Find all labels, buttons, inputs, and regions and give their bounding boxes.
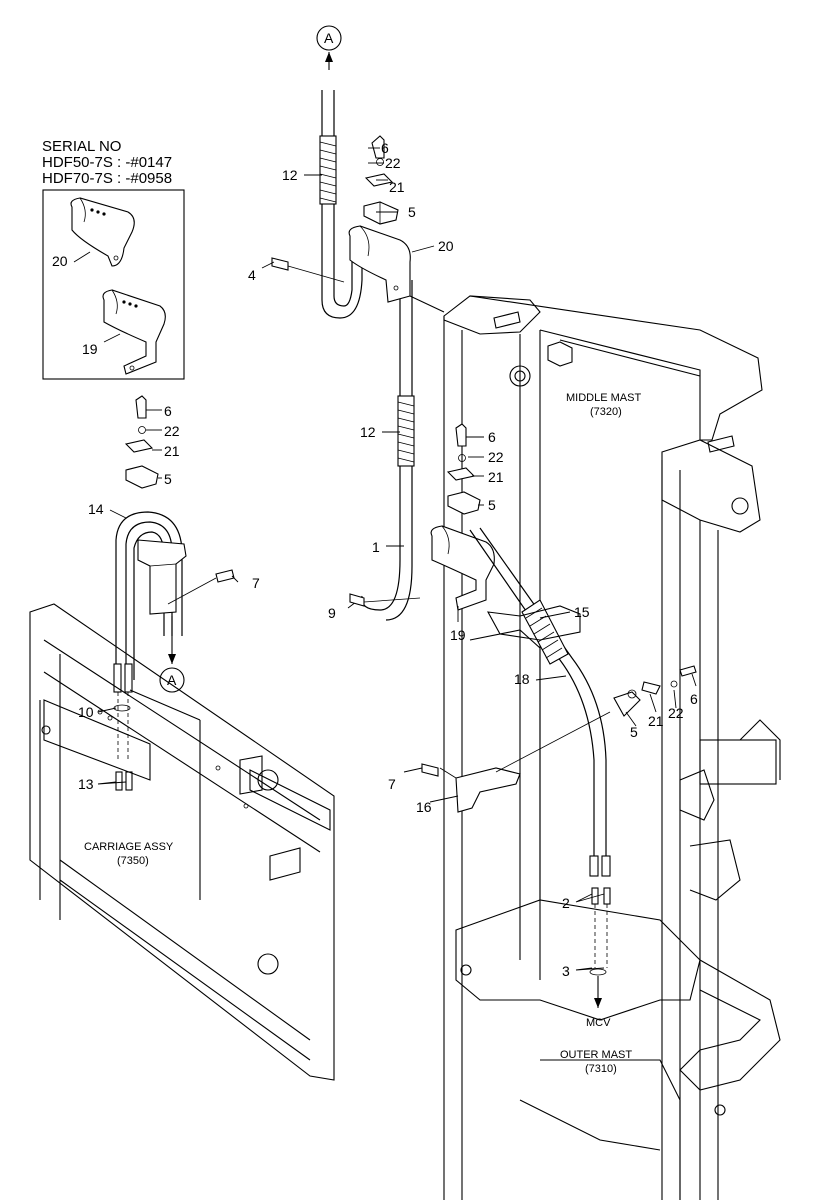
part-label-21a: 21 — [389, 179, 405, 195]
carriage-hose-assembly: A CARRIAGE ASSY (7350) — [29, 395, 335, 1081]
part-label-22d: 22 — [164, 423, 180, 439]
part-label-22a: 22 — [385, 155, 401, 171]
carriage-number: (7350) — [117, 855, 149, 867]
leader-lines-left — [97, 409, 239, 785]
part-label-16: 16 — [416, 799, 432, 815]
inset-frame — [42, 189, 185, 380]
part-label-21b: 21 — [488, 469, 504, 485]
part-label-5c: 5 — [630, 724, 638, 740]
leader-lines-middle — [403, 436, 697, 971]
part-label-1: 1 — [372, 539, 380, 555]
part-label-21d: 21 — [164, 443, 180, 459]
part-label-7a: 7 — [388, 776, 396, 792]
middle-mast-label: MIDDLE MAST — [566, 392, 641, 404]
inset-label-20: 20 — [52, 253, 68, 269]
part-label-6c: 6 — [690, 691, 698, 707]
part-label-6a: 6 — [381, 140, 389, 156]
carriage-label: CARRIAGE ASSY — [84, 841, 174, 853]
part-label-19: 19 — [450, 627, 466, 643]
part-label-14: 14 — [88, 501, 104, 517]
part-label-9: 9 — [328, 605, 336, 621]
callout-a-bottom: A — [167, 672, 177, 688]
outer-mast-label: OUTER MAST — [560, 1049, 632, 1061]
part-label-4: 4 — [248, 267, 256, 283]
part-label-5a: 5 — [408, 204, 416, 220]
middle-mast-number: (7320) — [590, 406, 622, 418]
leader-lines-upper — [261, 147, 435, 609]
middle-sheave-assembly: OUTER MAST (7310) MCV — [349, 423, 781, 1200]
part-label-20: 20 — [438, 238, 454, 254]
serial-number-inset: SERIAL NO HDF50-7S : -#0147 HDF70-7S : -… — [42, 138, 185, 380]
part-number-labels: 12 6 22 21 5 20 4 12 6 22 21 5 1 9 19 15… — [78, 140, 698, 979]
part-label-6d: 6 — [164, 403, 172, 419]
part-label-18: 18 — [514, 671, 530, 687]
part-label-12a: 12 — [282, 167, 298, 183]
bracket-19-drawing — [102, 289, 166, 375]
serial-line-2: HDF70-7S : -#0958 — [42, 170, 172, 187]
part-label-13: 13 — [78, 776, 94, 792]
middle-mast: MIDDLE MAST (7320) — [409, 295, 763, 1200]
part-label-12b: 12 — [360, 424, 376, 440]
mcv-label: MCV — [586, 1017, 611, 1029]
callout-a-top: A — [316, 25, 342, 70]
svg-text:A: A — [324, 30, 334, 46]
part-label-6b: 6 — [488, 429, 496, 445]
serial-line-1: HDF50-7S : -#0147 — [42, 154, 172, 171]
part-label-7b: 7 — [252, 575, 260, 591]
part-label-22c: 22 — [668, 705, 684, 721]
part-label-3: 3 — [562, 963, 570, 979]
bracket-20-drawing — [70, 197, 135, 267]
part-label-10: 10 — [78, 704, 94, 720]
serial-title: SERIAL NO — [42, 138, 121, 155]
inset-label-19: 19 — [82, 341, 98, 357]
part-label-21c: 21 — [648, 713, 664, 729]
part-label-5b: 5 — [488, 497, 496, 513]
part-label-15: 15 — [574, 604, 590, 620]
part-label-2: 2 — [562, 895, 570, 911]
part-label-5d: 5 — [164, 471, 172, 487]
hose-sleeve-middle — [397, 395, 415, 467]
part-label-22b: 22 — [488, 449, 504, 465]
outer-mast-number: (7310) — [585, 1063, 617, 1075]
